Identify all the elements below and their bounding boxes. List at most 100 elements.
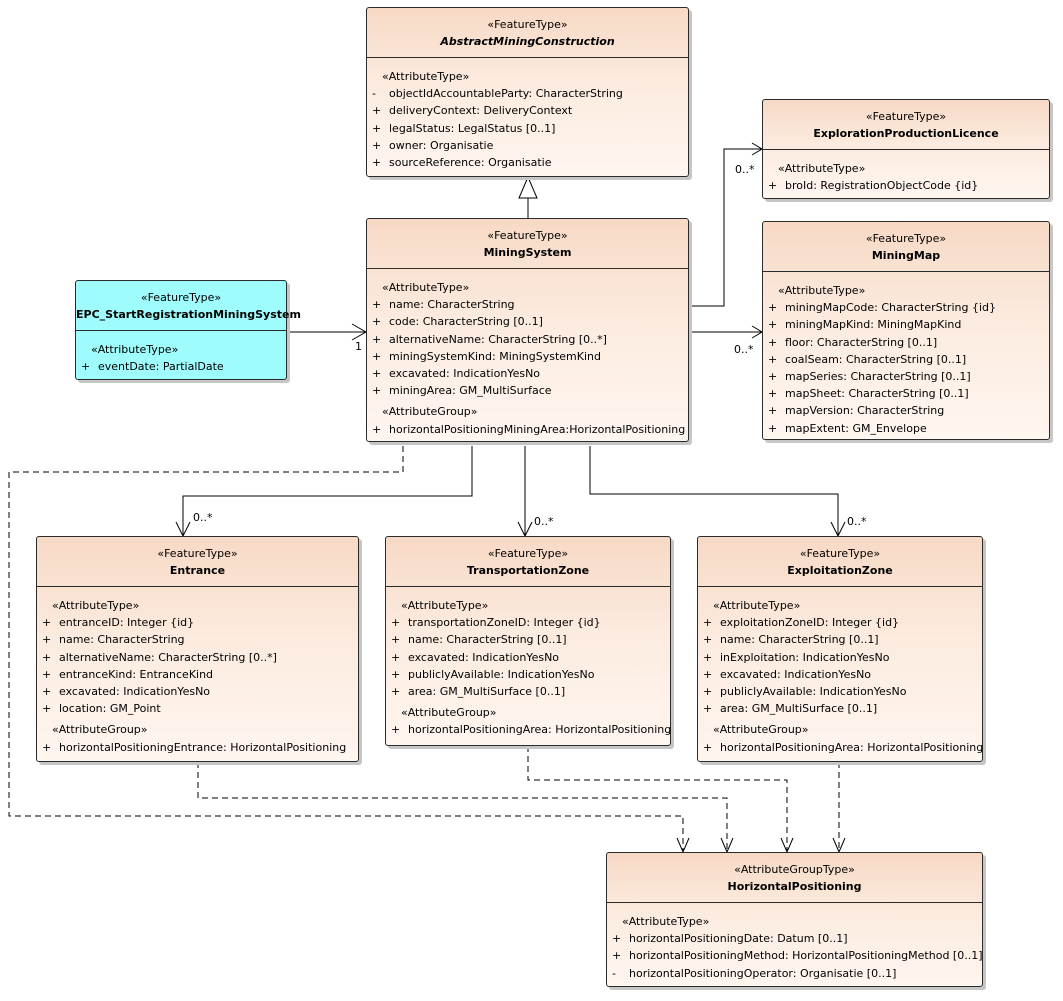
group-header: «AttributeType» bbox=[91, 343, 179, 356]
class-body: «AttributeType» +broId: RegistrationObje… bbox=[763, 150, 1049, 194]
visibility-marker: + bbox=[391, 685, 401, 699]
group-header: «AttributeType» bbox=[52, 599, 140, 612]
attribute-text: eventDate: PartialDate bbox=[98, 360, 224, 374]
attribute-text: transportationZoneID: Integer {id} bbox=[408, 616, 601, 630]
visibility-marker: + bbox=[372, 367, 382, 381]
class-body: «AttributeType» +miningMapCode: Characte… bbox=[763, 272, 1049, 437]
class-name: ExploitationZone bbox=[787, 564, 893, 577]
attribute-row: +miningArea: GM_MultiSurface bbox=[367, 382, 688, 399]
attribute-row: +mapSheet: CharacterString [0..1] bbox=[763, 385, 1049, 402]
group-header: «AttributeType» bbox=[622, 915, 710, 928]
attribute-group: «AttributeType» -objectIdAccountablePart… bbox=[367, 68, 688, 171]
attribute-row: +alternativeName: CharacterString [0..*] bbox=[367, 331, 688, 348]
class-mining-map[interactable]: «FeatureType» MiningMap «AttributeType» … bbox=[762, 221, 1050, 440]
attribute-row: +transportationZoneID: Integer {id} bbox=[386, 614, 670, 631]
multiplicity-entrance: 0..* bbox=[193, 511, 213, 524]
attribute-text: horizontalPositioningDate: Datum [0..1] bbox=[629, 932, 848, 946]
class-header: «FeatureType» ExploitationZone bbox=[698, 537, 982, 587]
visibility-marker: + bbox=[768, 179, 778, 193]
attribute-text: code: CharacterString [0..1] bbox=[389, 315, 543, 329]
attribute-group: «AttributeGroup» +horizontalPositioningE… bbox=[37, 721, 358, 755]
class-entrance[interactable]: «FeatureType» Entrance «AttributeType» +… bbox=[36, 536, 359, 762]
attribute-text: entranceID: Integer {id} bbox=[59, 616, 195, 630]
visibility-marker: + bbox=[768, 370, 778, 384]
stereotype-label: «FeatureType» bbox=[487, 229, 568, 242]
visibility-marker: + bbox=[391, 723, 401, 737]
group-header: «AttributeGroup» bbox=[52, 723, 148, 737]
attribute-text: horizontalPositioningEntrance: Horizonta… bbox=[59, 740, 347, 754]
visibility-marker: + bbox=[372, 298, 382, 312]
attribute-group: «AttributeType» + eventDate: PartialDate bbox=[76, 341, 286, 375]
attribute-row: + publiclyAvailable: IndicationYesNo bbox=[698, 683, 982, 700]
multiplicity-mm: 0..* bbox=[734, 343, 754, 356]
class-exploitation-zone[interactable]: «FeatureType» ExploitationZone «Attribut… bbox=[697, 536, 983, 762]
dependency-entrance-to-hp bbox=[197, 762, 728, 850]
attribute-text: publiclyAvailable: IndicationYesNo bbox=[720, 685, 907, 699]
attribute-text: broId: RegistrationObjectCode {id} bbox=[785, 179, 979, 193]
stereotype-label: «FeatureType» bbox=[865, 110, 947, 123]
attribute-row: + area: GM_MultiSurface [0..1] bbox=[698, 700, 982, 717]
attribute-text: owner: Organisatie bbox=[389, 138, 494, 152]
visibility-marker: + bbox=[703, 633, 713, 647]
attribute-row: +name: CharacterString bbox=[367, 296, 688, 313]
group-header: «AttributeGroup» bbox=[713, 723, 809, 737]
visibility-marker: + bbox=[612, 949, 622, 963]
visibility-marker: + bbox=[42, 616, 52, 630]
attribute-row: +floor: CharacterString [0..1] bbox=[763, 334, 1049, 351]
class-name: MiningSystem bbox=[483, 246, 572, 259]
class-epc-start-registration[interactable]: «FeatureType» EPC_StartRegistrationMinin… bbox=[75, 280, 301, 380]
class-body: «AttributeType» +exploitationZoneID: Int… bbox=[698, 587, 984, 756]
attribute-group: «AttributeType» +exploitationZoneID: Int… bbox=[698, 597, 982, 717]
visibility-marker: + bbox=[703, 616, 713, 630]
class-mining-system[interactable]: «FeatureType» MiningSystem «AttributeTyp… bbox=[366, 218, 689, 442]
attribute-row: +miningMapKind: MiningMapKind bbox=[763, 316, 1049, 333]
visibility-marker: + bbox=[81, 360, 91, 374]
visibility-marker: + bbox=[372, 156, 382, 170]
attribute-row: -horizontalPositioningOperator: Organisa… bbox=[607, 965, 982, 982]
stereotype-label: «FeatureType» bbox=[799, 547, 881, 560]
visibility-marker: + bbox=[768, 301, 778, 315]
attribute-row: + mapSeries: CharacterString [0..1] bbox=[763, 368, 1049, 385]
group-header: «AttributeGroup» bbox=[401, 706, 497, 720]
class-body: «AttributeType» -objectIdAccountablePart… bbox=[367, 58, 688, 171]
attribute-row: +entranceKind: EntranceKind bbox=[37, 666, 358, 683]
attribute-text: horizontalPositioningArea: HorizontalPos… bbox=[720, 740, 984, 754]
attribute-row: +excavated: IndicationYesNo bbox=[37, 683, 358, 700]
visibility-marker: + bbox=[768, 387, 778, 401]
generalization-arrowhead bbox=[518, 175, 538, 199]
class-name: Entrance bbox=[169, 564, 226, 577]
visibility-marker: + bbox=[703, 702, 713, 716]
class-transportation-zone[interactable]: «FeatureType» TransportationZone «Attrib… bbox=[385, 536, 671, 746]
attribute-row: + miningMapCode: CharacterString {id} bbox=[763, 299, 1049, 316]
class-body: «AttributeType» + entranceID: Integer {id… bbox=[37, 587, 358, 756]
attribute-text: area: GM_MultiSurface [0..1] bbox=[720, 702, 878, 716]
class-header: «FeatureType» TransportationZone bbox=[386, 537, 670, 587]
attribute-row: +sourceReference: Organisatie bbox=[367, 154, 688, 171]
visibility-marker: + bbox=[703, 685, 713, 699]
attribute-row: +excavated: IndicationYesNo bbox=[367, 365, 688, 382]
attribute-row: +publiclyAvailable: IndicationYesNo bbox=[386, 666, 670, 683]
attribute-row: +location: GM_Point bbox=[37, 700, 358, 717]
visibility-marker: + bbox=[42, 633, 52, 647]
attribute-text: excavated: IndicationYesNo bbox=[408, 650, 560, 664]
attribute-row: +mapVersion: CharacterString bbox=[763, 402, 1049, 419]
class-horizontal-positioning[interactable]: «AttributeGroupType» HorizontalPositioni… bbox=[606, 852, 983, 987]
attribute-row: +name: CharacterString [0..1] bbox=[386, 631, 670, 648]
visibility-marker: + bbox=[703, 740, 713, 754]
group-header: «AttributeType» bbox=[401, 599, 489, 612]
attribute-row: +legalStatus: LegalStatus [0..1] bbox=[367, 120, 688, 137]
attribute-text: miningMapCode: CharacterString {id} bbox=[785, 301, 996, 315]
dependency-tz-to-hp bbox=[527, 746, 788, 850]
attribute-row: +inExploitation: IndicationYesNo bbox=[698, 649, 982, 666]
multiplicity-epc-ms: 1 bbox=[355, 340, 362, 353]
association-ms-to-ez bbox=[589, 446, 839, 536]
association-ms-to-epl bbox=[689, 148, 762, 307]
class-exploration-production-licence[interactable]: «FeatureType» ExplorationProductionLicen… bbox=[762, 99, 1050, 199]
class-abstract-mining-construction[interactable]: «FeatureType» AbstractMiningConstruction… bbox=[366, 7, 689, 177]
attribute-row: +horizontalPositioningDate: Datum [0..1] bbox=[607, 930, 982, 947]
attribute-row: +name: CharacterString [0..1] bbox=[698, 631, 982, 648]
attribute-text: mapSeries: CharacterString [0..1] bbox=[785, 370, 971, 384]
visibility-marker: + bbox=[372, 104, 382, 118]
visibility-marker: - bbox=[612, 966, 616, 980]
